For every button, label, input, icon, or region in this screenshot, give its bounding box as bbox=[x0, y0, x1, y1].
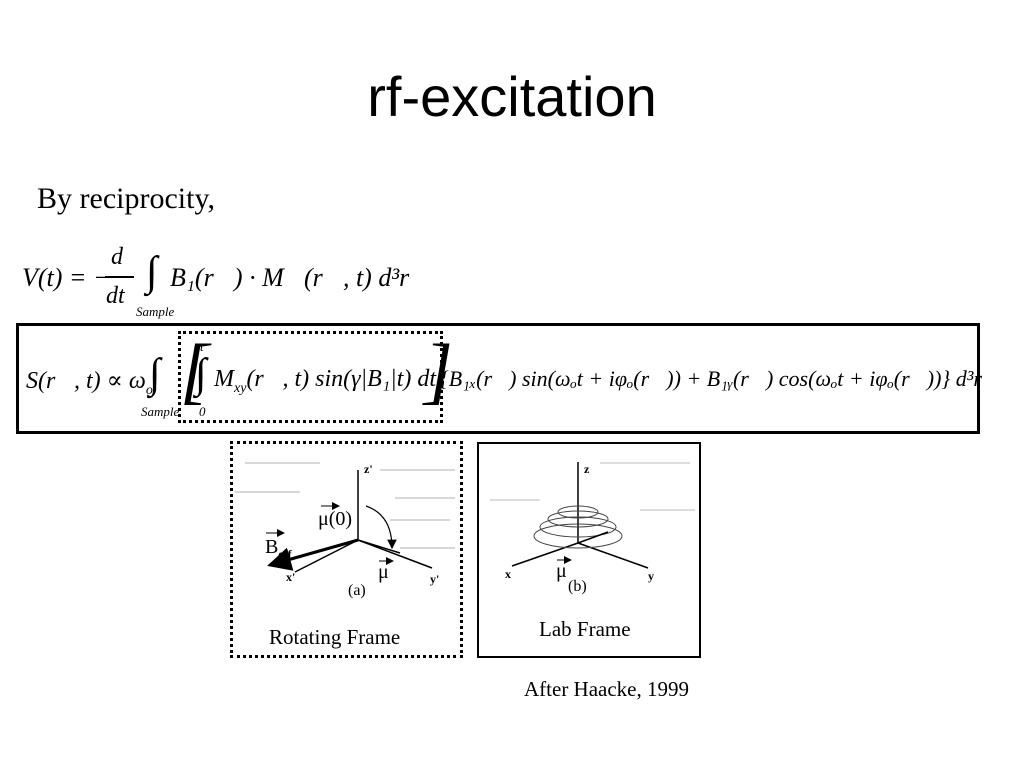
figure-a-panel-label: (a) bbox=[348, 582, 366, 599]
highlight-dotted-box bbox=[178, 331, 443, 423]
figure-a-faint-background bbox=[235, 462, 455, 549]
eq2-outer-integral-sign: ∫ bbox=[149, 351, 161, 397]
figure-a-mu-label: μ bbox=[378, 561, 389, 583]
figure-a-mu-vector bbox=[357, 539, 401, 554]
figure-a-beff-text: B bbox=[265, 536, 279, 558]
eq2-m-sub: xy bbox=[234, 380, 247, 396]
figure-a-y-axis bbox=[357, 539, 433, 569]
figure-b-x-label: x bbox=[505, 567, 511, 581]
figure-b-y-label: y bbox=[648, 569, 654, 583]
eq2-outer-subscript: Sample bbox=[141, 404, 180, 419]
eq2-lhs: S(r⃗, t) ∝ ωo bbox=[26, 366, 153, 399]
figure-a-mu0-label: μ(0) bbox=[318, 508, 353, 530]
figure-b-faint-background bbox=[490, 462, 695, 511]
eq1-frac-num: d bbox=[111, 244, 123, 270]
figure-a-beff-arrow bbox=[267, 538, 359, 571]
figure-a-y-label: y' bbox=[430, 572, 440, 586]
figure-a-x-label: x' bbox=[286, 570, 296, 584]
eq2-left-bracket: [ bbox=[180, 330, 209, 412]
figure-b-y-axis bbox=[577, 542, 649, 569]
eq1-frac-bar bbox=[105, 276, 134, 278]
eq2-m: M bbox=[214, 366, 234, 392]
eq1-lhs: V(t) = − bbox=[22, 263, 111, 292]
figure-a-x-axis bbox=[294, 539, 359, 573]
credit-text: After Haacke, 1999 bbox=[524, 677, 690, 701]
figure-b-x-axis bbox=[511, 542, 579, 567]
figure-b-caption: Lab Frame bbox=[539, 617, 631, 641]
equation-2-box bbox=[16, 323, 980, 434]
eq2-inner-integrand: Mxy(r⃗, t) sin(γ|B₁|t) dt bbox=[214, 366, 436, 397]
eq2-right-bracket: ] bbox=[424, 330, 453, 412]
figure-a-frame bbox=[230, 441, 463, 658]
eq2-factor: {B₁ₓ(r⃗) sin(ωₒt + iφₒ(r⃗)) + B₁ᵧ(r⃗) co… bbox=[440, 366, 982, 391]
figure-b-panel-label: (b) bbox=[568, 578, 587, 595]
figure-b-spiral bbox=[533, 505, 623, 549]
figure-a-beff-label: Beff bbox=[265, 534, 292, 567]
eq1-integral-sign: ∫ bbox=[146, 249, 158, 295]
eq2-inner-lower: 0 bbox=[199, 404, 206, 419]
eq1-subscript: Sample bbox=[136, 304, 175, 319]
figure-a-precession-arc bbox=[365, 505, 397, 550]
intro-text: By reciprocity, bbox=[37, 182, 215, 215]
eq1-integrand: B₁(r⃗) · M⃗(r⃗, t) d³r bbox=[170, 263, 410, 292]
figure-a-beff-sub: eff bbox=[278, 547, 292, 561]
figure-b-z-label: z bbox=[584, 462, 590, 476]
eq1-frac-den: dt bbox=[106, 283, 125, 309]
eq2-inner-integral-sign: ∫ bbox=[195, 351, 207, 397]
eq2-lhs-sub: o bbox=[145, 382, 153, 398]
eq2-inner-rest: (r⃗, t) sin(γ|B₁|t) dt bbox=[246, 366, 437, 392]
figure-a-z-label: z' bbox=[364, 462, 373, 476]
figure-a-caption: Rotating Frame bbox=[269, 625, 401, 649]
figure-b-mu-vector bbox=[577, 531, 609, 544]
slide-title: rf-excitation bbox=[367, 65, 657, 128]
eq2-inner-upper: t bbox=[200, 339, 204, 354]
eq2-lhs-text: S(r⃗, t) ∝ ω bbox=[26, 368, 146, 394]
figure-b-mu-label: μ bbox=[556, 560, 567, 582]
figure-b-frame bbox=[477, 442, 701, 658]
